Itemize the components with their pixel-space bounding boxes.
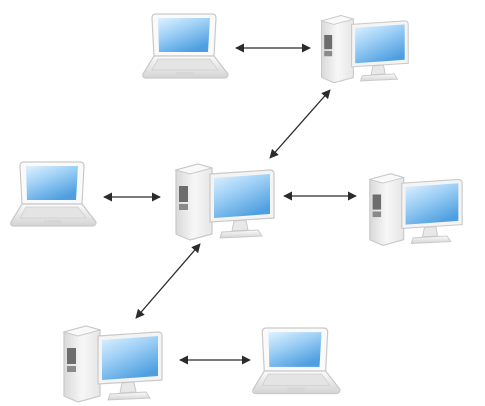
links-layer [103, 43, 357, 365]
desktop-top-right-desktop-icon [319, 14, 409, 84]
desktop-center-desktop-icon [174, 163, 275, 241]
laptop-top-laptop-icon [142, 13, 229, 79]
desktop-right-desktop-icon [368, 173, 463, 246]
link-arrow-desktop-center-desktop-bottom-left [135, 243, 201, 319]
laptop-left-laptop-icon [10, 161, 97, 227]
desktop-bottom-left-desktop-icon [62, 325, 163, 403]
laptop-bottom-right-laptop-icon [252, 327, 341, 395]
nodes-layer [10, 13, 463, 403]
link-arrow-desktop-top-right-desktop-center [269, 89, 331, 159]
